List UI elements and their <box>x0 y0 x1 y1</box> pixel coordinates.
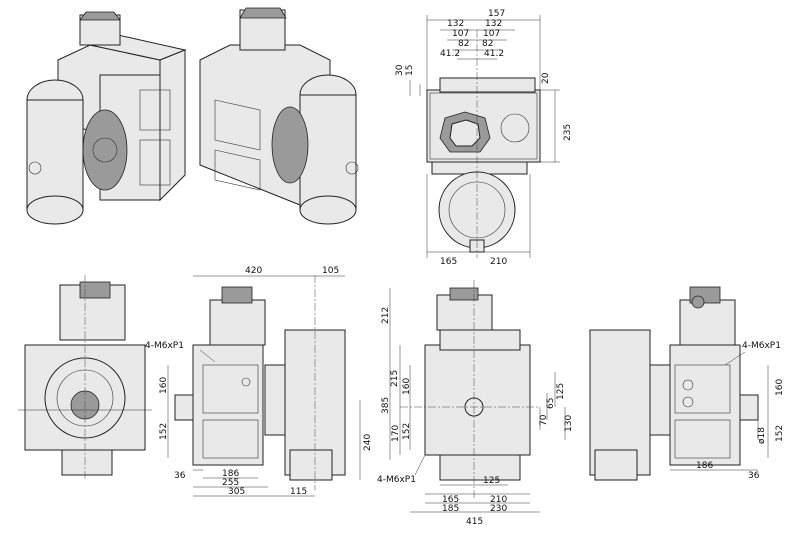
note-front-thread: 4-M6xP1 <box>377 475 416 485</box>
right-side-dimensions: 160 152 186 36 ø18 4-M6xP1 <box>670 341 785 481</box>
right-side-view <box>589 286 759 481</box>
dim-top-165: 165 <box>440 257 457 267</box>
dim-side-36: 36 <box>174 471 186 481</box>
label-rside-bore: ø18 <box>757 427 767 444</box>
isometric-view-right <box>199 7 359 225</box>
dim-rside-152: 152 <box>775 425 785 442</box>
dim-front-165: 165 <box>442 495 459 505</box>
dim-front-210: 210 <box>490 495 507 505</box>
dim-top-82a: 82 <box>458 39 469 49</box>
dim-top-132b: 132 <box>485 19 502 29</box>
dim-side-152: 152 <box>159 423 169 440</box>
note-side-thread: 4-M6xP1 <box>145 341 184 351</box>
note-rside-thread: 4-M6xP1 <box>742 341 781 351</box>
dim-side-115: 115 <box>290 487 307 497</box>
top-view <box>426 30 541 258</box>
dim-side-255: 255 <box>222 478 239 488</box>
dim-rside-160: 160 <box>775 379 785 396</box>
front-view-dimensions: 212 385 215 160 152 170 125 65 70 130 12… <box>377 288 574 527</box>
dim-top-41a: 41.2 <box>440 49 460 59</box>
dim-front-230: 230 <box>490 504 507 514</box>
dim-front-130: 130 <box>564 415 574 432</box>
dim-front-70: 70 <box>539 414 549 426</box>
dim-top-30: 30 <box>395 64 405 76</box>
isometric-view-left <box>26 11 187 225</box>
top-view-dimensions: 157 132 132 107 107 82 82 41.2 41.2 30 1… <box>395 9 573 267</box>
dim-side-240: 240 <box>363 434 373 451</box>
dim-top-132a: 132 <box>447 19 464 29</box>
rear-view <box>18 275 152 480</box>
dim-front-385: 385 <box>381 397 391 414</box>
dim-top-20: 20 <box>541 72 551 84</box>
dim-rside-186: 186 <box>696 461 713 471</box>
dim-top-107b: 107 <box>483 29 500 39</box>
dim-top-15: 15 <box>405 65 415 76</box>
dim-side-186: 186 <box>222 469 239 479</box>
dim-front-170: 170 <box>391 425 401 442</box>
dim-front-212: 212 <box>381 307 391 324</box>
dim-front-125r: 125 <box>556 383 566 400</box>
dim-front-185: 185 <box>442 504 459 514</box>
dim-top-210: 210 <box>490 257 507 267</box>
dim-front-215: 215 <box>390 370 400 387</box>
dim-side-160: 160 <box>159 377 169 394</box>
dim-rside-36: 36 <box>748 471 760 481</box>
dim-top-41b: 41.2 <box>484 49 504 59</box>
front-view <box>400 280 540 500</box>
dim-side-305: 305 <box>228 487 245 497</box>
left-side-dimensions: 420 105 160 152 36 186 255 305 115 240 4… <box>145 266 373 497</box>
dim-side-105: 105 <box>322 266 339 276</box>
dim-top-157: 157 <box>488 9 505 19</box>
left-side-view <box>174 275 346 490</box>
dim-top-82b: 82 <box>482 39 493 49</box>
dim-top-107a: 107 <box>452 29 469 39</box>
dim-top-235: 235 <box>563 124 573 141</box>
dim-side-420: 420 <box>245 266 262 276</box>
dim-front-160: 160 <box>402 378 412 395</box>
dim-front-65: 65 <box>546 398 556 409</box>
dim-front-125b: 125 <box>483 476 500 486</box>
dim-front-415: 415 <box>466 517 483 527</box>
dim-front-152: 152 <box>402 423 412 440</box>
